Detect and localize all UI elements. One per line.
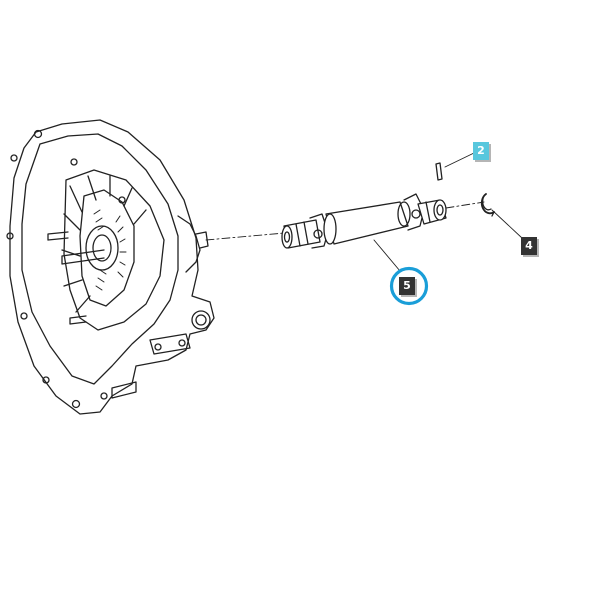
callout-2[interactable]: 2 bbox=[473, 142, 489, 160]
roll-pin bbox=[435, 162, 443, 181]
selection-ring bbox=[389, 266, 429, 306]
leader-lines bbox=[373, 152, 523, 272]
callout-4[interactable]: 4 bbox=[521, 237, 537, 255]
drive-shaft bbox=[281, 193, 447, 249]
axis-centerline bbox=[205, 201, 485, 241]
callout-5[interactable]: 5 bbox=[399, 277, 415, 295]
gearbox-housing bbox=[6, 119, 215, 415]
circlip bbox=[480, 193, 495, 217]
